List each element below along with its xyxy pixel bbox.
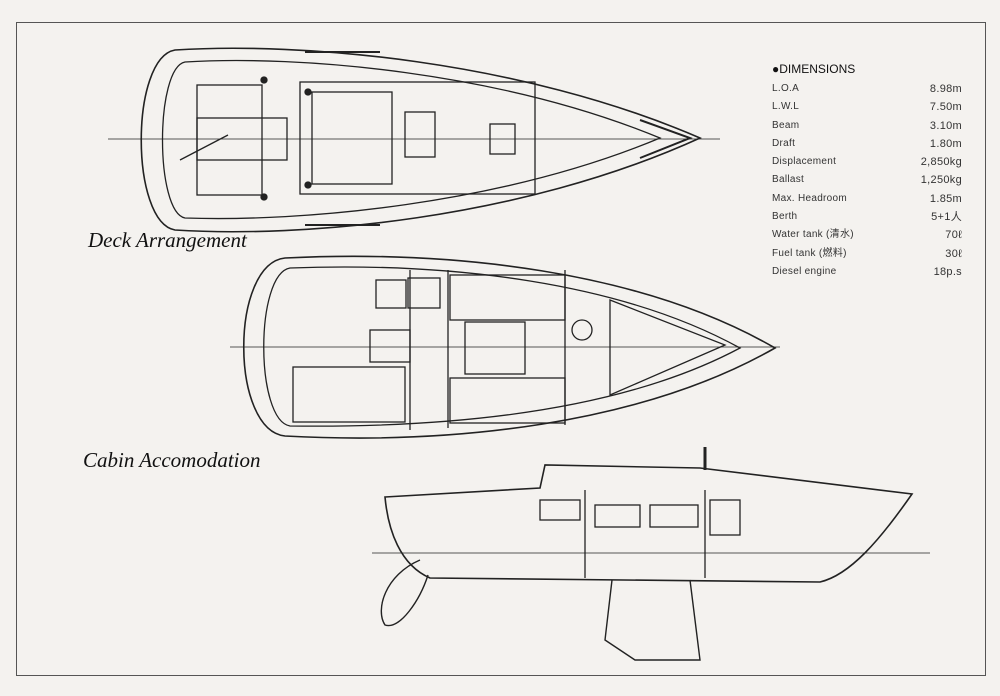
dimension-value: 3.10m (929, 119, 962, 132)
dimensions-heading: ●DIMENSIONS (772, 62, 856, 76)
dimension-row: Fuel tank (燃料) 30ℓ (772, 245, 962, 263)
dimension-value: 8.98m (929, 83, 962, 95)
dimension-value: 1.85m (929, 192, 962, 205)
dimension-value: 1.80m (929, 137, 962, 150)
cabin-plan-drawing (230, 255, 780, 439)
dimension-row: Water tank (清水) 70ℓ (772, 226, 962, 244)
dimension-label: Beam (772, 119, 800, 131)
dimension-value: 18p.s (933, 265, 962, 278)
dimension-label: L.W.L (772, 101, 800, 113)
dimension-row: Berth 5+1人 (772, 208, 962, 226)
page-border (16, 22, 986, 676)
dimension-label: Displacement (772, 156, 837, 168)
dimension-label: Draft (772, 137, 796, 149)
dimension-label: Ballast (772, 174, 805, 186)
dimension-value: 70ℓ (945, 229, 962, 242)
dimension-label: Fuel tank (燃料) (772, 247, 847, 259)
dimension-label: Diesel engine (772, 265, 837, 277)
dimensions-table: ●DIMENSIONS L.O.A 8.98m L.W.L 7.50m Beam 3.… (772, 62, 962, 281)
cabin-accommodation-title: Cabin Accomodation (83, 448, 261, 472)
profile-drawing (372, 447, 930, 661)
deck-arrangement-title: Deck Arrangement (88, 228, 247, 252)
dimension-label: Max. Headroom (772, 192, 848, 204)
dimension-row: Draft 1.80m (772, 135, 962, 153)
dimension-row: Diesel engine 18p.s (772, 263, 962, 281)
dimension-row: Ballast 1,250kg (772, 171, 962, 189)
dimension-label: L.O.A (772, 83, 800, 94)
dimension-value: 5+1人 (931, 211, 962, 224)
dimension-label: Berth (772, 211, 798, 223)
dimension-value: 30ℓ (945, 247, 962, 260)
dimension-value: 7.50m (929, 101, 962, 114)
dimension-row: L.W.L 7.50m (772, 98, 962, 116)
dimension-row: Beam 3.10m (772, 117, 962, 135)
dimension-row: Displacement 2,850kg (772, 153, 962, 171)
dimension-value: 1,250kg (920, 174, 962, 187)
dimension-value: 2,850kg (920, 156, 962, 169)
dimension-label: Water tank (清水) (772, 229, 854, 241)
dimension-row: Max. Headroom 1.85m (772, 190, 962, 208)
dimension-row: L.O.A 8.98m (772, 80, 962, 98)
deck-plan-drawing (108, 47, 720, 233)
